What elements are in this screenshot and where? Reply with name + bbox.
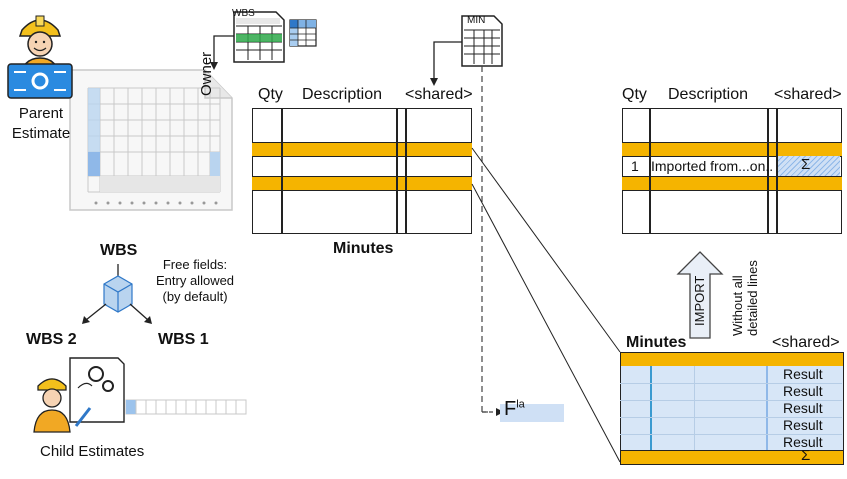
minutes-bottom-band: [620, 450, 844, 465]
parent-estimate-illustration: [7, 15, 233, 211]
right-table-band-1: [622, 142, 842, 157]
right-header-shared: <shared>: [774, 86, 842, 103]
minutes-grid: [620, 366, 844, 450]
middle-col-divider-2: [396, 108, 398, 234]
formula-base: F: [504, 398, 517, 420]
formula-label: Fla: [504, 398, 525, 421]
wbs-tree-right: WBS 1: [158, 331, 209, 348]
formula-box: [500, 404, 564, 422]
minutes-result-4: Result: [783, 417, 823, 433]
middle-table: [252, 108, 472, 234]
right-col-divider-1: [649, 108, 651, 234]
middle-col-divider-1: [281, 108, 283, 234]
min-table-icon: [430, 15, 503, 413]
middle-table-band-2: [252, 176, 472, 191]
minutes-body: [620, 366, 844, 450]
free-fields-line3: (by default): [162, 289, 228, 304]
formula-superscript: la: [516, 398, 525, 411]
middle-col-divider-3: [405, 108, 407, 234]
wbs-tree-root: WBS: [100, 242, 138, 259]
import-arrow-icon: [676, 251, 724, 339]
right-col-divider-3: [776, 108, 778, 234]
right-table-band-2: [622, 176, 842, 191]
right-col-divider-2: [767, 108, 769, 234]
right-sum-cell: [778, 156, 840, 176]
right-header-description: Description: [668, 86, 749, 103]
child-estimates-illustration: [33, 357, 247, 433]
free-fields-line2: Entry allowed: [156, 273, 235, 288]
child-row-strip: [125, 399, 247, 415]
right-row-qty: 1: [631, 158, 639, 174]
middle-table-caption: Minutes: [333, 240, 394, 257]
wbs-tree-icon: [82, 264, 152, 324]
wbs-table-icon: [210, 11, 317, 70]
child-engineer-icon: [33, 378, 92, 433]
right-header-qty: Qty: [622, 86, 647, 103]
child-estimates-label: Child Estimates: [40, 443, 145, 460]
parent-estimate-label: Parent Estimate: [10, 104, 72, 144]
minutes-table-shared: <shared>: [772, 334, 840, 351]
middle-header-qty: Qty: [258, 86, 283, 103]
blueprint-icon: [69, 357, 125, 423]
middle-table-band-1: [252, 142, 472, 157]
minutes-result-1: Result: [783, 366, 823, 382]
right-row-sum: Σ: [801, 156, 811, 173]
right-row-description: Imported from...on..: [651, 158, 774, 174]
free-fields-note: Free fields: Entry allowed (by default): [156, 257, 234, 305]
minutes-result-2: Result: [783, 383, 823, 399]
min-icon-label: MIN: [467, 15, 486, 26]
wbs-tree-left: WBS 2: [26, 331, 77, 348]
middle-header-description: Description: [302, 86, 383, 103]
minutes-result-3: Result: [783, 400, 823, 416]
middle-header-shared: <shared>: [405, 86, 473, 103]
parent-label-line1: Parent: [18, 105, 64, 122]
minutes-sum: Σ: [801, 447, 811, 464]
spreadsheet-sheet-icon: [69, 69, 233, 211]
wbs-icon-label: WBS: [232, 8, 255, 19]
parent-label-line2: Estimate: [11, 125, 71, 142]
engineer-icon: [7, 15, 73, 99]
minutes-table-title: Minutes: [626, 334, 687, 351]
free-fields-line1: Free fields:: [162, 257, 228, 272]
minutes-result-5: Result: [783, 434, 823, 450]
